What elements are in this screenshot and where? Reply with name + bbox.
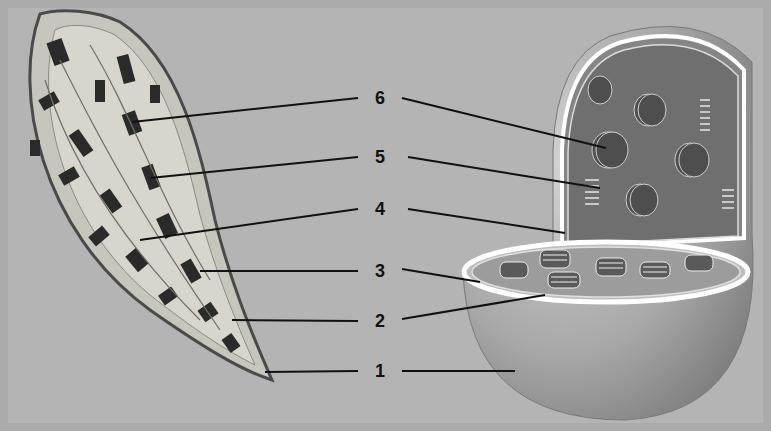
callout-number: 4	[375, 200, 385, 218]
callout-number: 2	[375, 312, 385, 330]
callout-number: 1	[375, 362, 385, 380]
callout-number: 3	[375, 262, 385, 280]
callout-number: 6	[375, 89, 385, 107]
callout-number: 5	[375, 148, 385, 166]
leader-lines	[132, 98, 606, 372]
chloroplast-micrograph	[30, 11, 272, 380]
frame	[8, 8, 763, 423]
